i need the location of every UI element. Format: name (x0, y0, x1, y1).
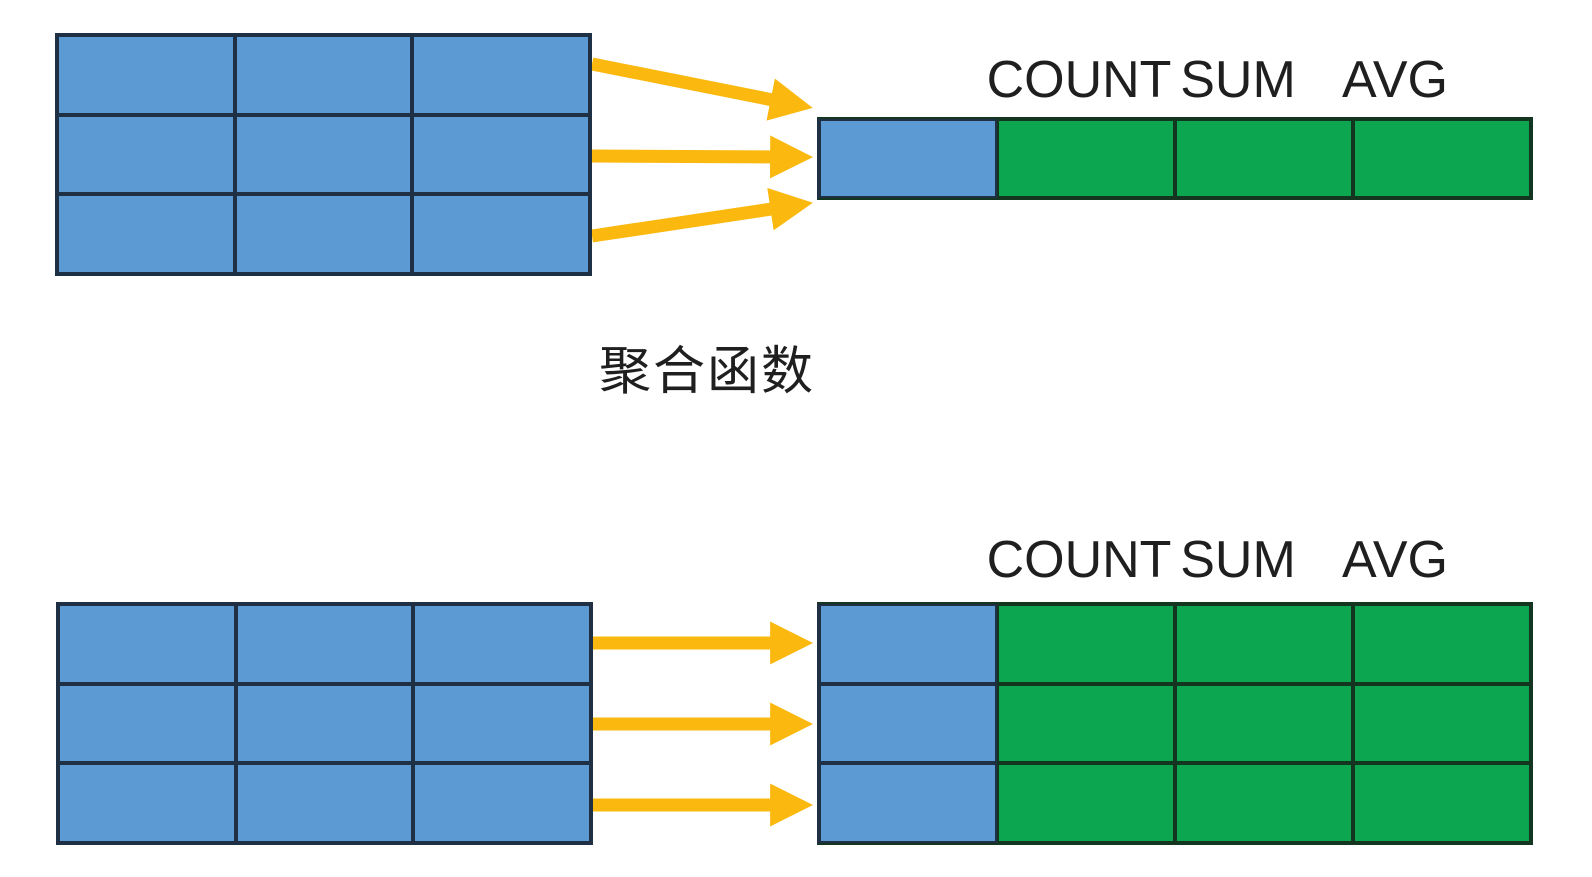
table-cell (413, 683, 591, 764)
arrow-top-row2 (591, 135, 814, 179)
table-cell (1175, 763, 1353, 843)
table-cell (58, 604, 236, 684)
table-cell (997, 683, 1175, 764)
table-cell (413, 604, 591, 684)
table-cell (997, 604, 1175, 684)
table-cell (412, 194, 590, 274)
table-cell (234, 114, 413, 195)
arrow-group-bottom (592, 621, 814, 827)
table-cell (57, 194, 235, 274)
table-cell (234, 35, 413, 115)
column-label-avg-bottom: AVG (1342, 531, 1448, 589)
table-cell (997, 763, 1175, 843)
result-row-top (817, 117, 1533, 200)
table-cell (819, 604, 997, 684)
table-cell (58, 683, 236, 764)
arrow-top-row3 (591, 187, 813, 243)
table-cell (412, 114, 590, 195)
table-cell (235, 604, 414, 684)
table-cell (412, 35, 590, 115)
table-cell (235, 763, 414, 843)
table-cell (58, 763, 236, 843)
source-table-top (55, 33, 592, 276)
table-cell (819, 683, 997, 764)
table-cell (57, 35, 235, 115)
arrow-top-row1 (590, 57, 813, 121)
table-cell (1353, 119, 1531, 198)
table-cell (819, 119, 997, 198)
table-cell (1353, 763, 1531, 843)
column-label-count-top: COUNT (986, 51, 1172, 109)
table-cell (1175, 119, 1353, 198)
result-table-bottom (817, 602, 1533, 845)
table-cell (234, 194, 413, 274)
column-label-count-bottom: COUNT (986, 531, 1172, 589)
table-cell (1353, 604, 1531, 684)
column-label-sum-bottom: SUM (1180, 531, 1296, 589)
table-cell (1175, 683, 1353, 764)
caption-aggregate-function: 聚合函数 (598, 343, 816, 401)
source-table-bottom (56, 602, 593, 845)
column-label-avg-top: AVG (1342, 51, 1448, 109)
table-cell (235, 683, 414, 764)
table-cell (997, 119, 1175, 198)
table-cell (413, 763, 591, 843)
table-cell (57, 114, 235, 195)
table-cell (1175, 604, 1353, 684)
table-cell (1353, 683, 1531, 764)
column-label-sum-top: SUM (1180, 51, 1296, 109)
table-cell (819, 763, 997, 843)
arrow-group-top (590, 57, 814, 243)
